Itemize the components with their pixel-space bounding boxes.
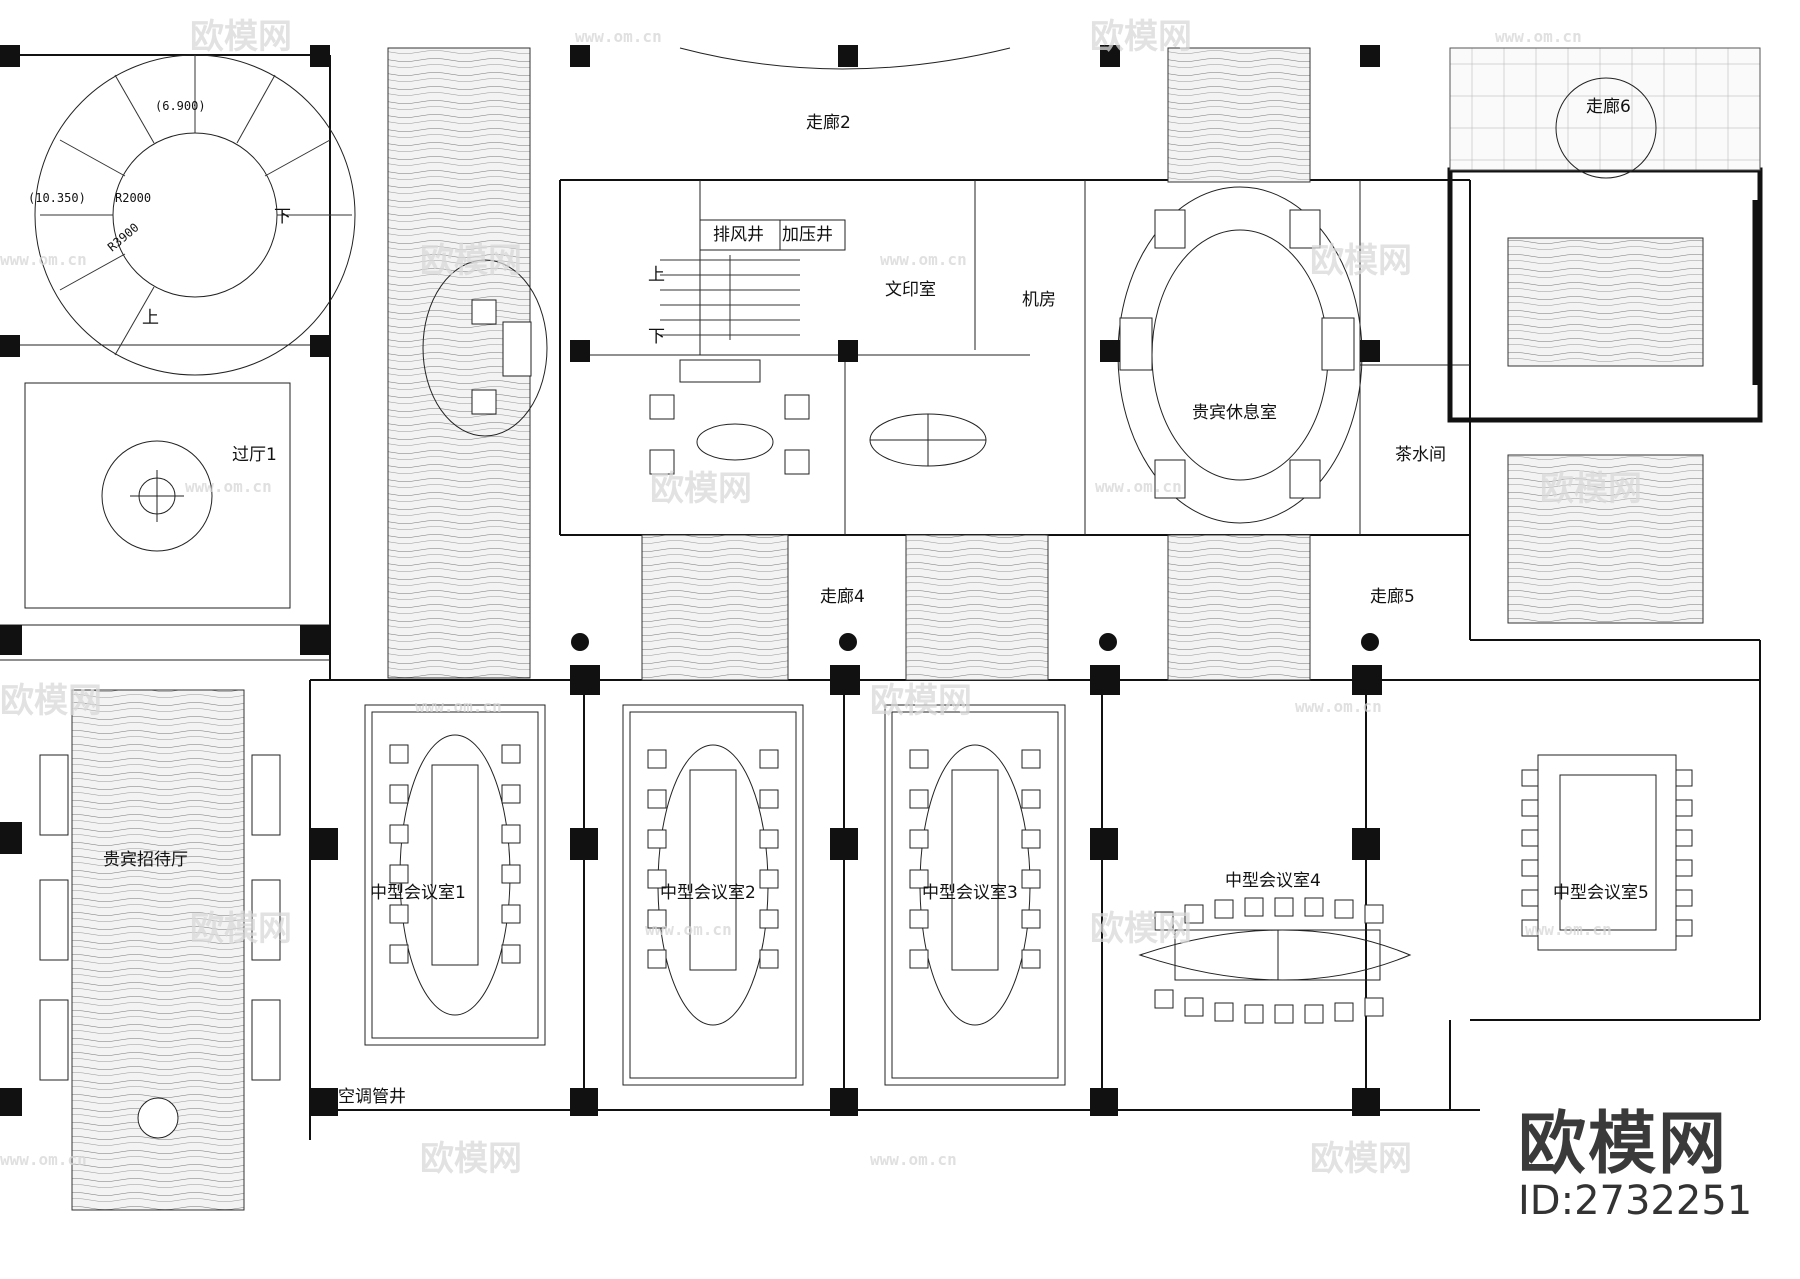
walls: [0, 54, 1763, 1140]
image-id: ID:2732251: [1518, 1178, 1753, 1224]
stair-radius-inner: R2000: [115, 191, 151, 205]
watermark-url: www.om.cn: [880, 250, 967, 269]
stair-up-label: 上: [142, 308, 159, 328]
label-corridor2: 走廊2: [806, 113, 851, 133]
watermark-logo: 欧模网: [870, 681, 972, 721]
label-pressure-shaft: 加压井: [782, 225, 833, 245]
spiral-stair: [0, 45, 356, 376]
watermark-logo: 欧模网: [190, 909, 292, 949]
label-meeting3: 中型会议室3: [922, 883, 1018, 903]
watermark-logo: 欧模网: [420, 241, 522, 281]
label-corridor4: 走廊4: [820, 587, 865, 607]
watermark-url: www.om.cn: [0, 250, 87, 269]
watermark-url: www.om.cn: [575, 27, 662, 46]
label-ac-shaft: 空调管井: [338, 1087, 406, 1107]
meeting-room-tables: [364, 704, 1677, 1086]
watermark-url: www.om.cn: [1095, 477, 1182, 496]
stair-annotations: (6.900) (10.350) R2000 R3900 下 上 上 下: [28, 99, 665, 347]
watermark-logo: 欧模网: [190, 17, 292, 57]
watermark-url: www.om.cn: [1525, 920, 1612, 939]
corridor2-arc: [679, 47, 1011, 70]
label-exhaust-shaft: 排风井: [713, 225, 764, 245]
vip-lounge-table: [1117, 186, 1363, 524]
watermark-url: www.om.cn: [645, 920, 732, 939]
stair-down-label: 下: [274, 207, 291, 227]
watermark-logo: 欧模网: [0, 681, 102, 721]
label-vip-reception: 贵宾招待厅: [103, 850, 188, 870]
watermark-layer: 欧模网 欧模网 欧模网 欧模网 欧模网 欧模网 欧模网 欧模网 欧模网 欧模网 …: [0, 17, 1642, 1179]
right-wing-rugs: [1507, 77, 1704, 624]
watermark-url: www.om.cn: [0, 1150, 87, 1169]
meeting-chairs: [389, 744, 1693, 1024]
watermark-url: www.om.cn: [1295, 697, 1382, 716]
stair-up-label: 上: [648, 265, 665, 285]
label-machine-room: 机房: [1022, 290, 1056, 310]
round-columns: [571, 633, 1379, 651]
label-corridor6: 走廊6: [1586, 97, 1631, 117]
label-meeting2: 中型会议室2: [660, 883, 756, 903]
stair-level-b: (10.350): [28, 191, 86, 205]
watermark-logo: 欧模网: [1310, 1139, 1412, 1179]
label-meeting5: 中型会议室5: [1553, 883, 1649, 903]
watermark-logo: 欧模网: [1090, 17, 1192, 57]
watermark-url: www.om.cn: [1495, 27, 1582, 46]
office-furniture: [649, 219, 987, 475]
brand-logo: 欧模网: [1518, 1105, 1729, 1184]
label-meeting4: 中型会议室4: [1225, 871, 1321, 891]
side-oval-lounge: [422, 259, 548, 437]
hall1-floor: [24, 382, 291, 609]
vip-reception-sofas: [39, 754, 281, 1139]
floor-strips: [71, 47, 1761, 1211]
label-corridor5: 走廊5: [1370, 587, 1415, 607]
label-vip-lounge: 贵宾休息室: [1192, 403, 1277, 423]
watermark-logo: 欧模网: [1090, 909, 1192, 949]
room-labels: 走廊2 走廊4 走廊5 走廊6 过厅1 贵宾招待厅 贵宾休息室 排风井 加压井 …: [103, 97, 1649, 1107]
stair-down-label: 下: [648, 327, 665, 347]
stair-level-a: (6.900): [155, 99, 206, 113]
label-tea-room: 茶水间: [1395, 445, 1446, 465]
watermark-logo: 欧模网: [1310, 241, 1412, 281]
structural-columns: [0, 45, 1382, 1116]
watermark-logo: 欧模网: [1540, 469, 1642, 509]
label-meeting1: 中型会议室1: [370, 883, 466, 903]
watermark-url: www.om.cn: [415, 697, 502, 716]
label-hall1: 过厅1: [232, 445, 277, 465]
watermark-url: www.om.cn: [185, 477, 272, 496]
watermark-logo: 欧模网: [650, 469, 752, 509]
stair-radius-outer: R3900: [105, 220, 142, 254]
watermark-logo: 欧模网: [420, 1139, 522, 1179]
label-print-room: 文印室: [885, 280, 936, 300]
watermark-url: www.om.cn: [870, 1150, 957, 1169]
